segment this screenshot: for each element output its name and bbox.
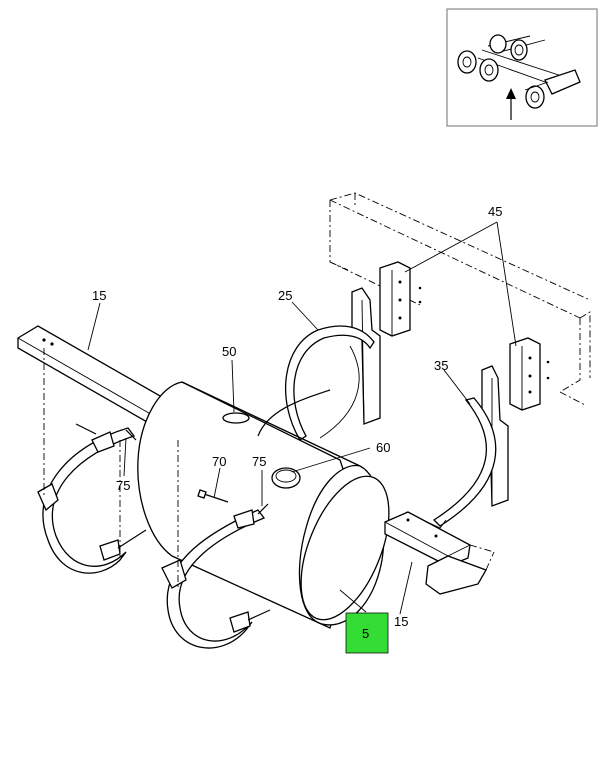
callout-50: 50 [222,344,236,359]
frame-bracket-upper [379,261,422,337]
tank-strap-75-left [37,423,147,574]
callout-75-left: 75 [116,478,130,493]
hanger-bracket-upper [351,287,381,425]
tank-strap-25 [284,325,375,441]
fuel-tank [137,381,390,629]
callout-15-left: 15 [92,288,106,303]
callout-labels: 45 15 25 50 35 60 70 75 75 15 [92,204,502,629]
frame-bracket-lower [509,337,550,411]
mounting-guide-lines [43,348,179,590]
tank-strap-35 [405,397,497,529]
sender-port [222,412,250,424]
cross-member-right [384,511,495,595]
leader-lines [87,221,517,615]
filler-neck [271,467,301,489]
frame-rail [329,192,591,406]
bolt-70 [197,489,229,503]
locator-inset [446,8,598,127]
callout-15-right: 15 [394,614,408,629]
callout-25: 25 [278,288,292,303]
truck-chassis-locator-icon [457,34,581,109]
callout-75-mid: 75 [252,454,266,469]
arrow-up-icon [506,88,516,120]
callout-70: 70 [212,454,226,469]
tank-strap-75-mid [161,503,271,649]
highlighted-callout-5[interactable]: 5 [345,612,389,654]
callout-35: 35 [434,358,448,373]
callout-5: 5 [362,626,369,641]
callout-60: 60 [376,440,390,455]
callout-45: 45 [488,204,502,219]
